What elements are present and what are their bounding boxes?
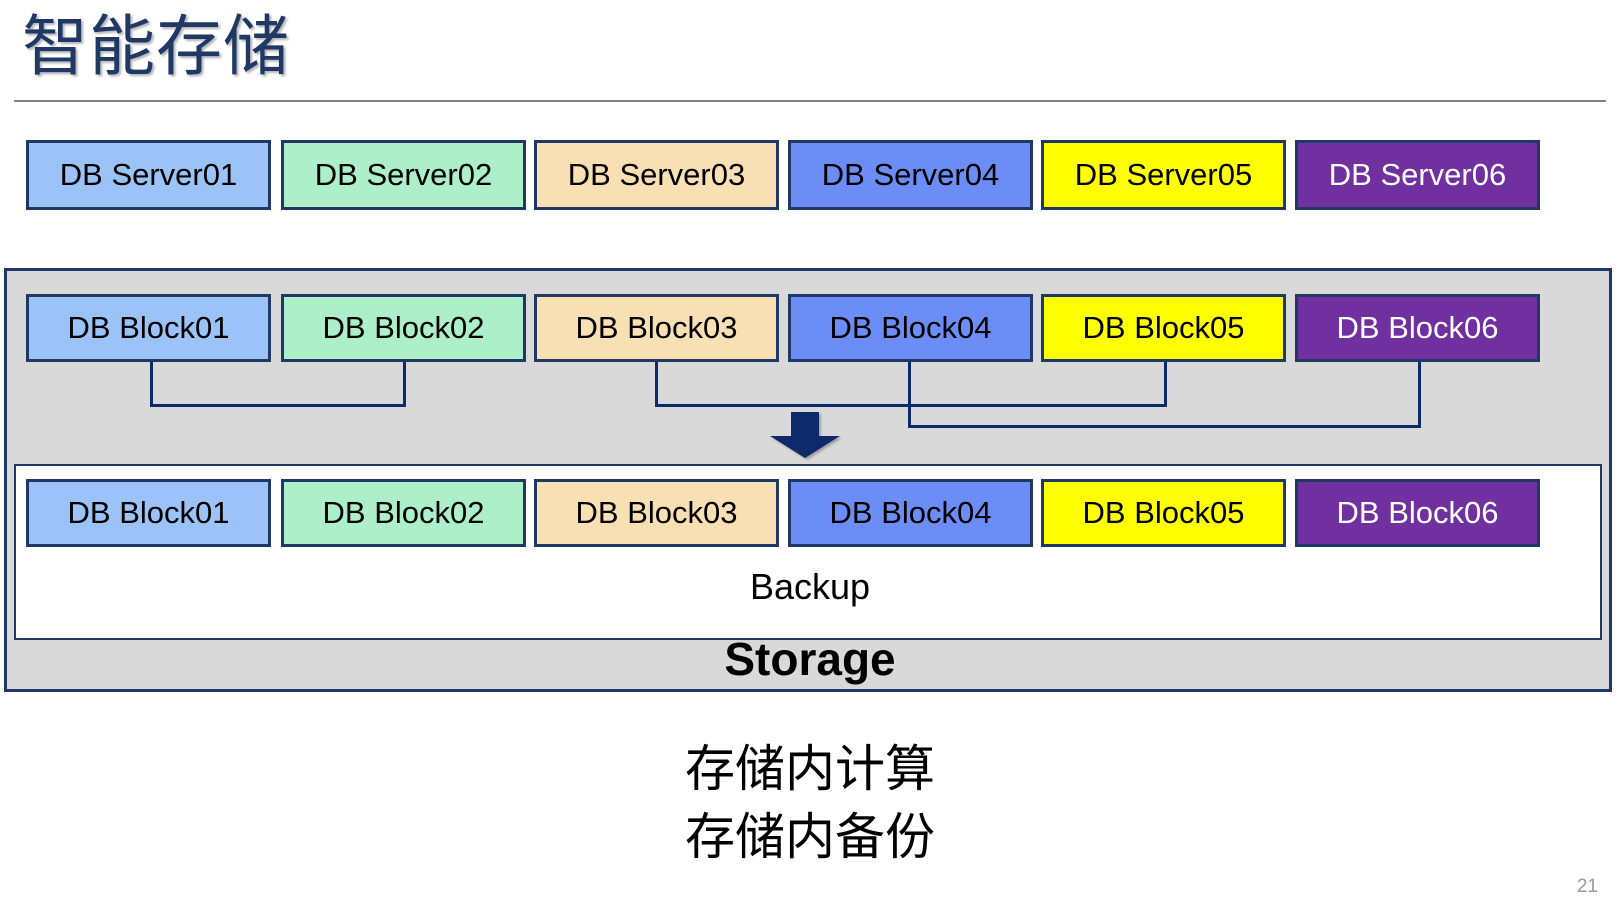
connector-block03-block05-left-leg (655, 362, 658, 407)
connector-block01-block02-left-leg (150, 362, 153, 407)
down-arrow-icon (770, 412, 840, 458)
db-server-box-5[interactable]: DB Server05 (1041, 140, 1286, 210)
db-block-box-1[interactable]: DB Block01 (26, 294, 271, 362)
db-backup-block-box-1[interactable]: DB Block01 (26, 479, 271, 547)
db-backup-block-box-2[interactable]: DB Block02 (281, 479, 526, 547)
page-number: 21 (1576, 876, 1598, 897)
db-backup-block-box-4[interactable]: DB Block04 (788, 479, 1033, 547)
storage-label: Storage (724, 633, 896, 685)
db-server-box-2[interactable]: DB Server02 (281, 140, 526, 210)
connector-block04-block06-right-leg (1418, 362, 1421, 428)
footer-line-2: 存储内备份 (685, 809, 935, 865)
db-block-box-2[interactable]: DB Block02 (281, 294, 526, 362)
backup-label: Backup (749, 566, 871, 607)
db-backup-block-box-3[interactable]: DB Block03 (534, 479, 779, 547)
db-server-box-4[interactable]: DB Server04 (788, 140, 1033, 210)
db-block-box-6[interactable]: DB Block06 (1295, 294, 1540, 362)
db-block-box-4[interactable]: DB Block04 (788, 294, 1033, 362)
connector-block04-block06-crossbar (908, 425, 1421, 428)
db-backup-block-box-6[interactable]: DB Block06 (1295, 479, 1540, 547)
db-server-box-3[interactable]: DB Server03 (534, 140, 779, 210)
connector-block03-block05-right-leg (1164, 362, 1167, 407)
db-block-box-3[interactable]: DB Block03 (534, 294, 779, 362)
connector-block01-block02-crossbar (150, 404, 406, 407)
connector-block01-block02-right-leg (403, 362, 406, 407)
title-divider (14, 100, 1606, 102)
db-block-box-5[interactable]: DB Block05 (1041, 294, 1286, 362)
db-backup-block-box-5[interactable]: DB Block05 (1041, 479, 1286, 547)
connector-block04-block06-left-leg (908, 362, 911, 428)
connector-block03-block05-crossbar (655, 404, 1167, 407)
footer-line-1: 存储内计算 (685, 741, 935, 797)
db-server-box-6[interactable]: DB Server06 (1295, 140, 1540, 210)
db-server-box-1[interactable]: DB Server01 (26, 140, 271, 210)
page-title: 智能存储 (22, 9, 290, 83)
